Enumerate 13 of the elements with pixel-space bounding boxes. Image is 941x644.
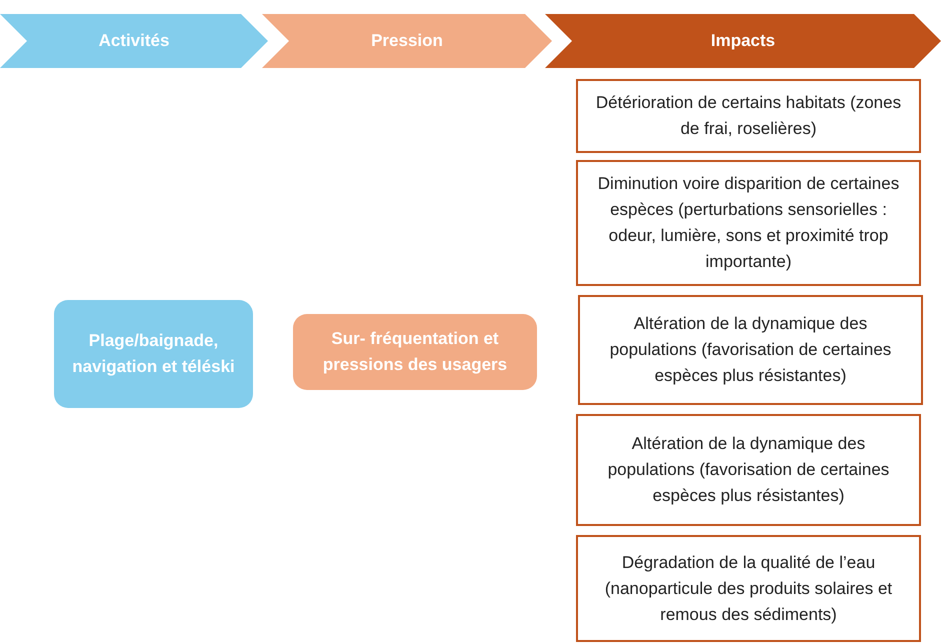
chevron-banner xyxy=(262,14,552,68)
impact-box: Altération de la dynamique des populations (favorisation de certaines espèces plus résistantes) xyxy=(578,295,923,405)
impact-box: Dégradation de la qualité de l’eau (nanoparticule des produits solaires et remous des sédiments) xyxy=(576,535,921,642)
impact-box: Diminution voire disparition de certaines espèces (perturbations sensorielles : odeur, lumière, sons et proximité trop importante) xyxy=(576,160,921,286)
column-heading: Activités xyxy=(98,31,170,51)
activity-box: Plage/baignade, navigation et téléski xyxy=(54,300,253,408)
column-heading: Pression xyxy=(371,31,443,51)
column-heading: Impacts xyxy=(710,31,776,51)
impact-box: Altération de la dynamique des populations (favorisation de certaines espèces plus résistantes) xyxy=(576,414,921,526)
chevron-banner xyxy=(545,14,941,68)
pressure-box: Sur- fréquentation et pressions des usagers xyxy=(293,314,537,390)
impact-box: Détérioration de certains habitats (zones de frai, roselières) xyxy=(576,79,921,153)
chevron-banner xyxy=(0,14,268,68)
